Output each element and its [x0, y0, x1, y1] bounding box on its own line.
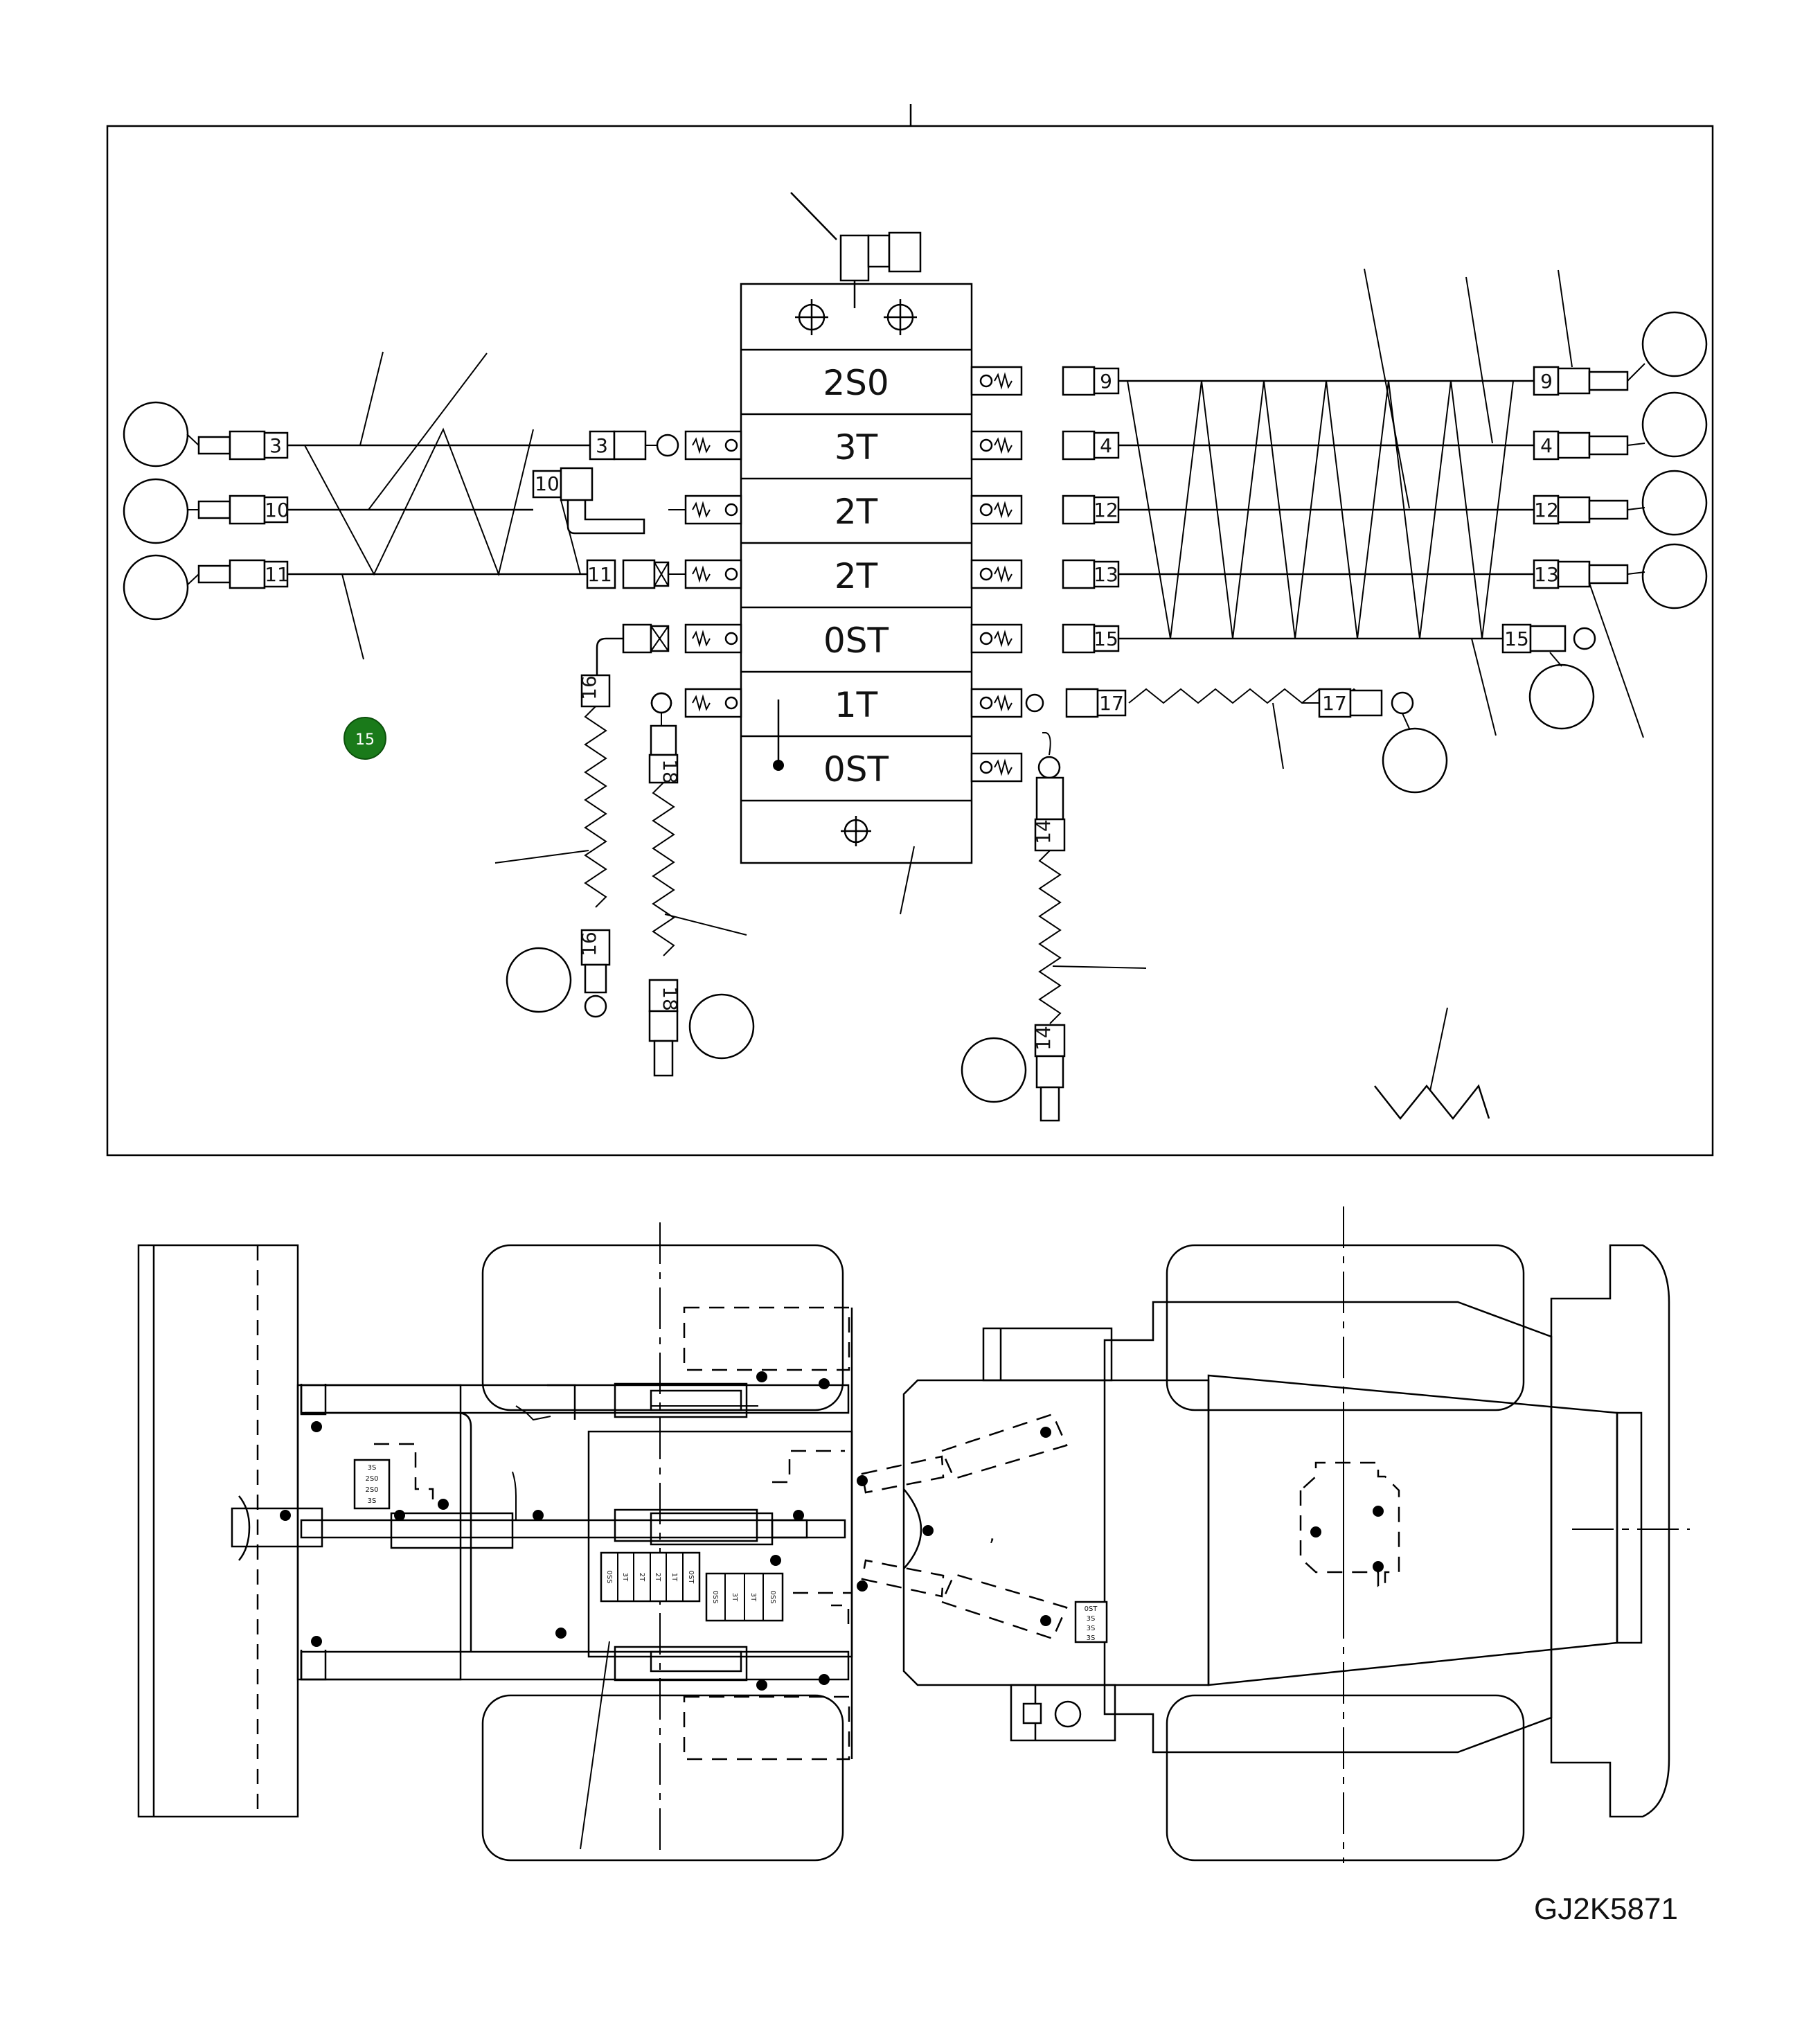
steering-cylinders: ,: [857, 1413, 1068, 1640]
valve-section-label: 2T: [835, 556, 878, 596]
hose-tag: 14: [1032, 1026, 1055, 1051]
callout-circle: [123, 478, 189, 544]
panel-label: 0ST: [687, 1571, 695, 1585]
callout-badge-label: 15: [355, 731, 375, 749]
rear-left-tire: [1166, 1244, 1525, 1411]
hose-tag: 9: [1540, 370, 1553, 393]
valve-section-label: 1T: [835, 685, 878, 725]
panel-label: 3S: [368, 1497, 377, 1505]
hose-tag: 17: [1099, 692, 1124, 715]
hose-tag: 14: [1032, 819, 1055, 844]
callout-circle: [1641, 391, 1708, 458]
hose-tag: 4: [1100, 434, 1112, 457]
hose-tag: 17: [1322, 692, 1347, 715]
panel-label: 2S0: [365, 1486, 378, 1494]
hose-tag: 9: [1100, 370, 1112, 393]
hose-tag: 11: [587, 563, 612, 586]
hose-tag: 13: [1534, 563, 1559, 586]
callout-circle: [1641, 543, 1708, 609]
panel-label: 1T: [670, 1573, 678, 1582]
left-hoses: 3 10 11 3 10 11: [123, 351, 686, 660]
machine-top-view: , 3S 2S0 2S0 3S: [137, 1206, 1690, 1863]
panel-label: 3T: [621, 1573, 629, 1582]
hose-tag: 11: [265, 563, 289, 586]
svg-text:,: ,: [989, 1523, 995, 1546]
hose-tag: 13: [1094, 563, 1118, 586]
valve-section-label: 3T: [835, 427, 878, 467]
hose-tag: 16: [578, 932, 600, 956]
valve-section-label: 2S0: [823, 363, 889, 403]
panel-label: 3S: [368, 1464, 377, 1472]
detail-view: 2S0 3T 2T 2T 0ST 1T 0ST: [106, 104, 1714, 1157]
panel-label: 0SS: [711, 1590, 719, 1603]
right-hoses: 9 4 12 13 15 17 9 4 12 13 15 17: [1062, 268, 1708, 794]
valve-left-ports: [650, 430, 742, 718]
panel-label: 2T: [654, 1573, 661, 1582]
panel-label: 3S: [1087, 1615, 1096, 1623]
valve-section-label: 0ST: [823, 621, 889, 661]
rear-body: [1103, 1301, 1553, 1754]
callout-circle: [1382, 727, 1448, 794]
panel-label: 0SS: [769, 1590, 776, 1603]
drawing-number: GJ2K5871: [1534, 1892, 1678, 1926]
callout-circle: [1528, 663, 1595, 730]
bottom-hoses: 16 16 18 18 14: [494, 623, 1490, 1122]
front-right-tire: [481, 1694, 844, 1862]
panel-label: 2T: [638, 1573, 645, 1582]
hose-tag: 15: [1094, 627, 1118, 650]
control-valve-block: 2S0 3T 2T 2T 0ST 1T 0ST: [740, 283, 973, 864]
callout-circle: [123, 401, 189, 467]
panel-label: 0SS: [605, 1570, 613, 1583]
valve-section-label: 0ST: [823, 749, 889, 790]
panel-label: 3S: [1087, 1625, 1096, 1632]
panel-label: 2S0: [365, 1475, 378, 1483]
hose-tag: 16: [578, 675, 600, 700]
valve-section-label: 2T: [835, 492, 878, 532]
dozer-blade: [137, 1244, 299, 1818]
hose-tag: 15: [1504, 627, 1529, 650]
hose-tag: 10: [535, 472, 560, 495]
valve-right-ports: [970, 366, 1044, 783]
main-frame: [902, 1379, 1210, 1686]
hose-tag: 18: [659, 759, 681, 784]
elbow-fitting: [790, 192, 922, 308]
hose-tag: 3: [596, 434, 608, 457]
callout-circle: [1641, 470, 1708, 536]
hose-tag: 4: [1540, 434, 1553, 457]
callout-circle: [961, 1037, 1027, 1103]
hose-tag: 3: [269, 434, 282, 457]
callout-circle: [123, 554, 189, 621]
hose-tag: 10: [265, 499, 289, 522]
counterweight: [1550, 1244, 1670, 1818]
rear-panel: [1074, 1601, 1108, 1643]
hose-tag: 12: [1094, 499, 1118, 522]
panel-label: 3T: [731, 1593, 738, 1602]
panel-label: 3T: [749, 1593, 757, 1602]
callout-badge: 15: [344, 717, 386, 760]
panel-label: 3S: [1087, 1634, 1096, 1642]
callout-circle: [688, 993, 755, 1060]
rear-right-tire: [1166, 1694, 1525, 1862]
callout-circle: [1641, 311, 1708, 377]
callout-circle: [506, 947, 572, 1013]
hose-tag: 18: [659, 986, 681, 1011]
hose-tag: 12: [1534, 499, 1559, 522]
panel-label: 0ST: [1085, 1605, 1098, 1613]
